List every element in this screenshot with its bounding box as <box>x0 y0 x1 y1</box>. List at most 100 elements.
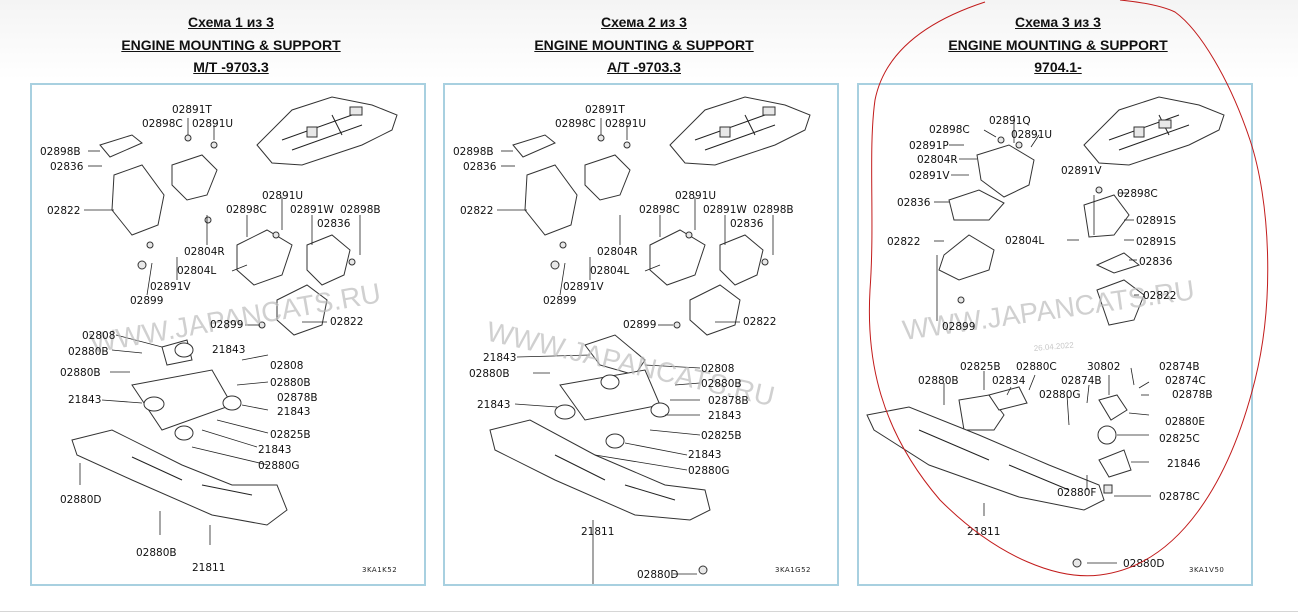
part-label[interactable]: 02808 <box>270 360 303 372</box>
part-label[interactable]: 02878B <box>277 392 318 404</box>
part-label[interactable]: 02898C <box>639 204 680 216</box>
part-label[interactable]: 02804L <box>177 265 216 277</box>
part-label[interactable]: 02822 <box>47 205 80 217</box>
part-label[interactable]: 02878C <box>1159 491 1200 503</box>
scheme-title-link[interactable]: Схема 1 из 3 <box>188 14 274 30</box>
part-label[interactable]: 02836 <box>317 218 351 230</box>
part-label[interactable]: 02804L <box>590 265 629 277</box>
part-label[interactable]: 02880B <box>270 377 311 389</box>
part-label[interactable]: 02874C <box>1165 375 1206 387</box>
part-label[interactable]: 02891W <box>703 204 747 216</box>
part-label[interactable]: 02880B <box>136 547 177 559</box>
part-label[interactable]: 02804R <box>597 246 638 258</box>
part-label[interactable]: 02808 <box>701 363 734 375</box>
part-label[interactable]: 21843 <box>708 410 741 422</box>
part-label[interactable]: 02898C <box>555 118 596 130</box>
parts-diagram[interactable]: WWW.JAPANCATS.RU 02891T 02898C 02891U 02… <box>445 85 837 584</box>
part-label[interactable]: 21843 <box>483 352 516 364</box>
part-label[interactable]: 02899 <box>130 295 163 307</box>
part-label[interactable]: 02899 <box>942 321 975 333</box>
part-label[interactable]: 02891V <box>1061 165 1102 177</box>
diagram-frame[interactable]: WWW.JAPANCATS.RU 26.04.2022 02898C 02891… <box>857 83 1253 586</box>
part-label[interactable]: 02891P <box>909 140 949 152</box>
part-label[interactable]: 21843 <box>688 449 721 461</box>
scheme-variant-link[interactable]: A/T -9703.3 <box>607 59 681 75</box>
part-label[interactable]: 02874B <box>1061 375 1102 387</box>
part-label[interactable]: 02825B <box>270 429 311 441</box>
part-label[interactable]: 02898C <box>142 118 183 130</box>
scheme-name-link[interactable]: ENGINE MOUNTING & SUPPORT <box>121 36 341 53</box>
part-label[interactable]: 02825C <box>1159 433 1200 445</box>
part-label[interactable]: 02899 <box>543 295 576 307</box>
part-label[interactable]: 30802 <box>1087 361 1120 373</box>
parts-diagram[interactable]: WWW.JAPANCATS.RU 26.04.2022 02898C 02891… <box>859 85 1251 584</box>
part-label[interactable]: 02880E <box>1165 416 1205 428</box>
part-label[interactable]: 02891S <box>1136 215 1176 227</box>
part-label[interactable]: 02878B <box>708 395 749 407</box>
part-label[interactable]: 02880D <box>60 494 102 506</box>
part-label[interactable]: 02880D <box>1123 558 1165 570</box>
part-label[interactable]: 21811 <box>967 526 1000 538</box>
part-label[interactable]: 02836 <box>463 161 497 173</box>
part-label[interactable]: 02880C <box>1016 361 1057 373</box>
part-label[interactable]: 21843 <box>68 394 101 406</box>
part-label[interactable]: 02880G <box>1039 389 1081 401</box>
part-label[interactable]: 21811 <box>192 562 225 574</box>
part-label[interactable]: 02836 <box>1139 256 1173 268</box>
part-label[interactable]: 02880B <box>701 378 742 390</box>
part-label[interactable]: 02898B <box>753 204 794 216</box>
diagram-frame[interactable]: WWW.JAPANCATS.RU 02891T 02898C 02891U 02… <box>443 83 839 586</box>
part-label[interactable]: 02891V <box>909 170 950 182</box>
part-label[interactable]: 02891V <box>563 281 604 293</box>
part-label[interactable]: 02880B <box>918 375 959 387</box>
part-label[interactable]: 21843 <box>212 344 245 356</box>
part-label[interactable]: 02880G <box>258 460 300 472</box>
scheme-variant-link[interactable]: 9704.1- <box>1034 59 1082 75</box>
part-label[interactable]: 02891W <box>290 204 334 216</box>
part-label[interactable]: 02825B <box>701 430 742 442</box>
part-label[interactable]: 02898C <box>929 124 970 136</box>
part-label[interactable]: 02808 <box>82 330 115 342</box>
scheme-variant-link[interactable]: M/T -9703.3 <box>193 59 269 75</box>
part-label[interactable]: 02891U <box>1011 129 1052 141</box>
scheme-name-link[interactable]: ENGINE MOUNTING & SUPPORT <box>948 36 1168 53</box>
part-label[interactable]: 02891S <box>1136 236 1176 248</box>
part-label[interactable]: 02898B <box>340 204 381 216</box>
scheme-name-link[interactable]: ENGINE MOUNTING & SUPPORT <box>534 36 754 53</box>
scheme-title-link[interactable]: Схема 3 из 3 <box>1015 14 1101 30</box>
part-label[interactable]: 02898B <box>453 146 494 158</box>
part-label[interactable]: 02880G <box>688 465 730 477</box>
part-label[interactable]: 02899 <box>210 319 243 331</box>
part-label[interactable]: 02836 <box>897 197 931 209</box>
part-label[interactable]: 02891U <box>192 118 233 130</box>
part-label[interactable]: 02880F <box>1057 487 1096 499</box>
part-label[interactable]: 02822 <box>1143 290 1176 302</box>
part-label[interactable]: 02804R <box>917 154 958 166</box>
part-label[interactable]: 21811 <box>581 526 614 538</box>
scheme-title-link[interactable]: Схема 2 из 3 <box>601 14 687 30</box>
part-label[interactable]: 02880D <box>637 569 679 581</box>
part-label[interactable]: 02834 <box>992 375 1026 387</box>
part-label[interactable]: 02836 <box>730 218 764 230</box>
part-label[interactable]: 02804R <box>184 246 225 258</box>
part-label[interactable]: 02880B <box>68 346 109 358</box>
part-label[interactable]: 02822 <box>887 236 920 248</box>
part-label[interactable]: 02891Q <box>989 115 1031 127</box>
part-label[interactable]: 21843 <box>258 444 291 456</box>
part-label[interactable]: 21843 <box>277 406 310 418</box>
part-label[interactable]: 02822 <box>460 205 493 217</box>
part-label[interactable]: 02898C <box>226 204 267 216</box>
part-label[interactable]: 02878B <box>1172 389 1213 401</box>
part-label[interactable]: 02898C <box>1117 188 1158 200</box>
part-label[interactable]: 02898B <box>40 146 81 158</box>
part-label[interactable]: 02822 <box>330 316 363 328</box>
part-label[interactable]: 02891T <box>172 104 212 116</box>
part-label[interactable]: 21846 <box>1167 458 1201 470</box>
diagram-frame[interactable]: WWW.JAPANCATS.RU 02891T 02898C 02891U 02… <box>30 83 426 586</box>
part-label[interactable]: 02874B <box>1159 361 1200 373</box>
part-label[interactable]: 02822 <box>743 316 776 328</box>
part-label[interactable]: 02891V <box>150 281 191 293</box>
part-label[interactable]: 02899 <box>623 319 656 331</box>
part-label[interactable]: 02891U <box>675 190 716 202</box>
part-label[interactable]: 21843 <box>477 399 510 411</box>
